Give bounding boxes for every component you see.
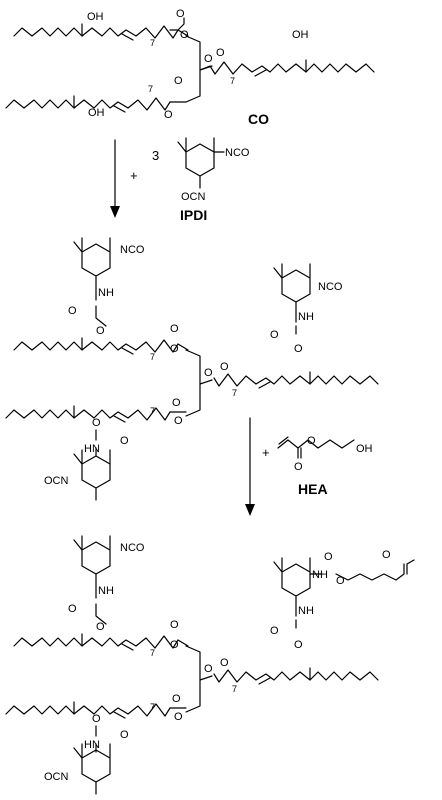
- hea-urethane-o-label-1: O: [324, 551, 333, 563]
- urethane-o-label-12: O: [120, 729, 129, 741]
- urethane-o-label-11: O: [92, 713, 101, 725]
- repeat-count-8: 7: [232, 684, 237, 694]
- urethane-o-label-7: O: [68, 603, 77, 615]
- arrow-head-2: [245, 504, 255, 516]
- urethane-o-label-1: O: [68, 305, 77, 317]
- repeat-count-1: 7: [150, 38, 155, 48]
- urethane-nh-label-2: NH: [298, 311, 314, 323]
- repeat-count-3: 7: [148, 84, 153, 94]
- urethane-o-label-3: O: [270, 329, 279, 341]
- final-product-structure: [5, 535, 415, 795]
- ester-o-label-9: O: [172, 693, 181, 705]
- urethane-o-label-9: O: [270, 625, 279, 637]
- urethane-hn-label-2: HN: [84, 739, 100, 751]
- ester-o-label-7: O: [170, 639, 179, 651]
- carbonyl-o-label-9: O: [174, 711, 183, 723]
- repeat-count-4: 7: [150, 352, 155, 362]
- urethane-o-label-8: O: [96, 621, 105, 633]
- urethane-nh-label-4: NH: [312, 569, 328, 581]
- urethane-o-label-5: O: [92, 417, 101, 429]
- ipdi-label: IPDI: [180, 207, 207, 223]
- arrow-head-1: [110, 206, 120, 218]
- carbonyl-o-label-4: O: [170, 323, 179, 335]
- hydroxyl-label-2: OH: [292, 29, 309, 41]
- carbonyl-o-label-6: O: [174, 415, 183, 427]
- hea-hydroxyl-label: OH: [356, 443, 373, 455]
- isocyanate-label-3: NCO: [318, 281, 343, 293]
- hea-structure: [277, 436, 355, 459]
- carbonyl-o-label-7: O: [170, 619, 179, 631]
- castor-oil-structure: [5, 17, 375, 113]
- repeat-count-6: 7: [150, 406, 155, 416]
- ester-o-label-1: O: [180, 29, 189, 41]
- hydroxyl-label-1: OH: [87, 11, 104, 23]
- plus-sign-1: +: [130, 168, 138, 183]
- repeat-count-5: 7: [232, 388, 237, 398]
- hea-carbonyl-o-label: O: [294, 461, 303, 473]
- cyanate-label-1: OCN: [181, 191, 206, 203]
- co-ipdi-adduct-structure: [5, 237, 379, 501]
- urethane-hn-label-1: HN: [84, 443, 100, 455]
- stoichiometric-coefficient: 3: [152, 148, 159, 163]
- ester-o-label-6: O: [172, 397, 181, 409]
- urethane-o-label-6: O: [120, 435, 129, 447]
- plus-sign-2: +: [262, 445, 270, 460]
- hydroxyl-label-3: OH: [88, 107, 105, 119]
- hea-urethane-o-label-2: O: [336, 575, 345, 587]
- isocyanate-label-2: NCO: [120, 244, 145, 256]
- urethane-o-label-2: O: [96, 325, 105, 337]
- repeat-count-9: 7: [150, 702, 155, 712]
- repeat-count-7: 7: [150, 648, 155, 658]
- ester-o-label-5: O: [204, 367, 213, 379]
- repeat-count-2: 7: [230, 76, 235, 86]
- urethane-nh-label-1: NH: [98, 287, 114, 299]
- carbonyl-o-label-3: O: [164, 109, 173, 121]
- hea-label: HEA: [298, 481, 328, 497]
- cyanate-label-2: OCN: [44, 475, 69, 487]
- carbonyl-o-label-1: O: [176, 8, 185, 20]
- ester-o-label-2: O: [204, 53, 213, 65]
- urethane-o-label-10: O: [294, 639, 303, 651]
- cyanate-label-3: OCN: [44, 771, 69, 783]
- urethane-o-label-4: O: [294, 343, 303, 355]
- ester-o-label-8: O: [204, 663, 213, 675]
- urethane-nh-label-3: NH: [98, 585, 114, 597]
- ester-o-label-4: O: [170, 343, 179, 355]
- carbonyl-o-label-8: O: [220, 657, 229, 669]
- castor-oil-label: CO: [248, 111, 269, 127]
- urethane-nh-label-5: NH: [298, 605, 314, 617]
- ester-o-label-3: O: [174, 75, 183, 87]
- isocyanate-label-1: NCO: [225, 147, 250, 159]
- carbonyl-o-label-5: O: [220, 361, 229, 373]
- ipdi-structure: [177, 137, 225, 189]
- carbonyl-o-label-2: O: [216, 47, 225, 59]
- hea-ester-o-label: O: [307, 435, 316, 447]
- hea-ether-o-label: O: [382, 549, 391, 561]
- isocyanate-label-4: NCO: [120, 542, 145, 554]
